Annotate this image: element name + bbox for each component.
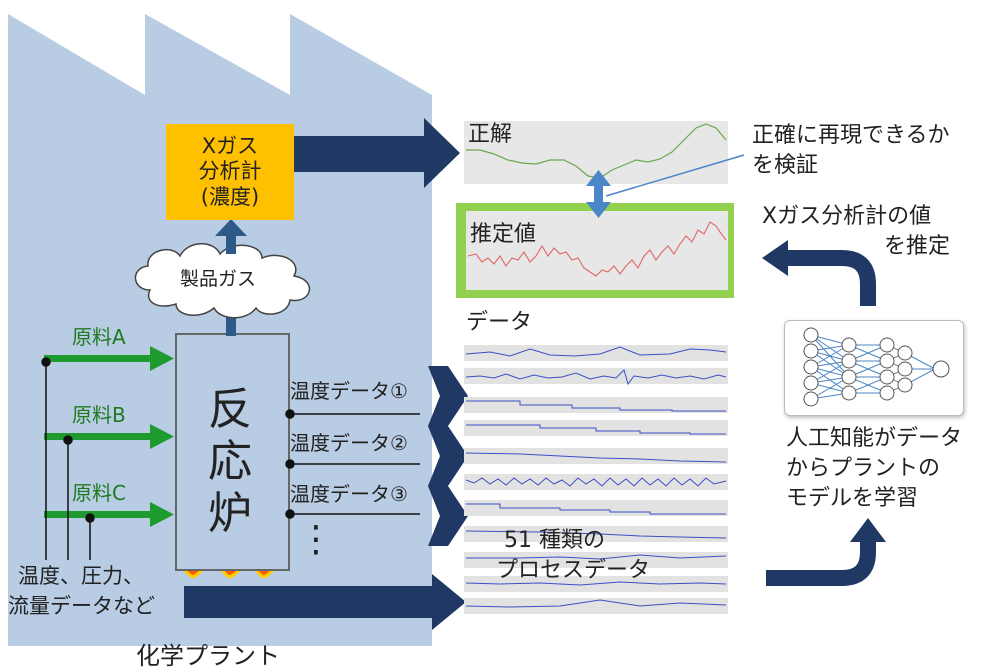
data-to-ai-arrowhead (850, 518, 886, 542)
x-gas-analyzer: Xガス 分析計 (濃度) (166, 124, 294, 220)
estimate-series-line (467, 221, 727, 277)
analyzer-line-1: Xガス (201, 134, 259, 159)
temperature-lines (285, 409, 420, 519)
reactor-char-1: 反 (208, 384, 252, 435)
reactor-char-2: 応 (208, 436, 252, 487)
data-label: データ (466, 310, 533, 335)
more-data-ellipsis: ⋮ (298, 519, 334, 560)
estimate-label: 推定値 (470, 222, 537, 247)
sensor-lines (41, 357, 95, 560)
analyzer-input-arrow (215, 219, 247, 254)
analyzer-line-2: 分析計 (198, 159, 262, 184)
estimate-note-line-2: を推定 (884, 234, 951, 259)
truth-series-line (466, 123, 727, 179)
verification-callout-line (605, 154, 745, 197)
neural-network-icon (784, 320, 964, 416)
temperature-data-3-label: 温度データ③ (290, 482, 408, 506)
product-gas-label: 製品ガス (180, 268, 257, 290)
product-pipe (226, 312, 236, 336)
process-data-lines (465, 346, 727, 608)
ai-note-line-3: モデルを学習 (786, 486, 919, 511)
sensor-data-arrow (184, 574, 466, 630)
analyzer-line-3: (濃度) (200, 184, 260, 209)
temperature-data-1-label: 温度データ① (290, 379, 408, 403)
analyzer-to-truth-arrow (290, 118, 460, 188)
neural-network-graphic (803, 327, 950, 407)
material-arrows (44, 346, 174, 527)
material-c-label: 原料C (72, 481, 126, 505)
estimate-note-line-1: Xガス分析計の値 (762, 204, 932, 229)
plant-name: 化学プラント (136, 642, 280, 670)
sensor-label-line-2: 流量データなど (8, 594, 155, 618)
temperature-data-2-label: 温度データ② (290, 431, 408, 455)
ai-to-estimate-arrow (786, 250, 876, 306)
material-b-label: 原料B (72, 403, 126, 427)
material-a-label: 原料A (72, 325, 126, 349)
ai-to-estimate-arrowhead (762, 240, 788, 276)
data-to-ai-arrow (766, 540, 876, 586)
kinds-label-line-1: 51 種類の (504, 528, 605, 553)
sensor-label-line-1: 温度、圧力、 (18, 564, 144, 588)
temperature-data-arrows (428, 366, 468, 546)
verify-label-line-1: 正確に再現できるか (752, 123, 950, 148)
verification-arrow (586, 170, 611, 218)
estimate-chart (466, 211, 728, 290)
reactor-char-3: 炉 (208, 488, 252, 539)
ai-note-line-2: からプラントの (786, 456, 941, 481)
product-gas-cloud (134, 243, 311, 319)
truth-label: 正解 (468, 122, 513, 147)
verify-label-line-2: を検証 (752, 153, 819, 178)
kinds-label-line-2: プロセスデータ (496, 558, 651, 583)
ai-note-line-1: 人工知能がデータ (786, 426, 963, 451)
